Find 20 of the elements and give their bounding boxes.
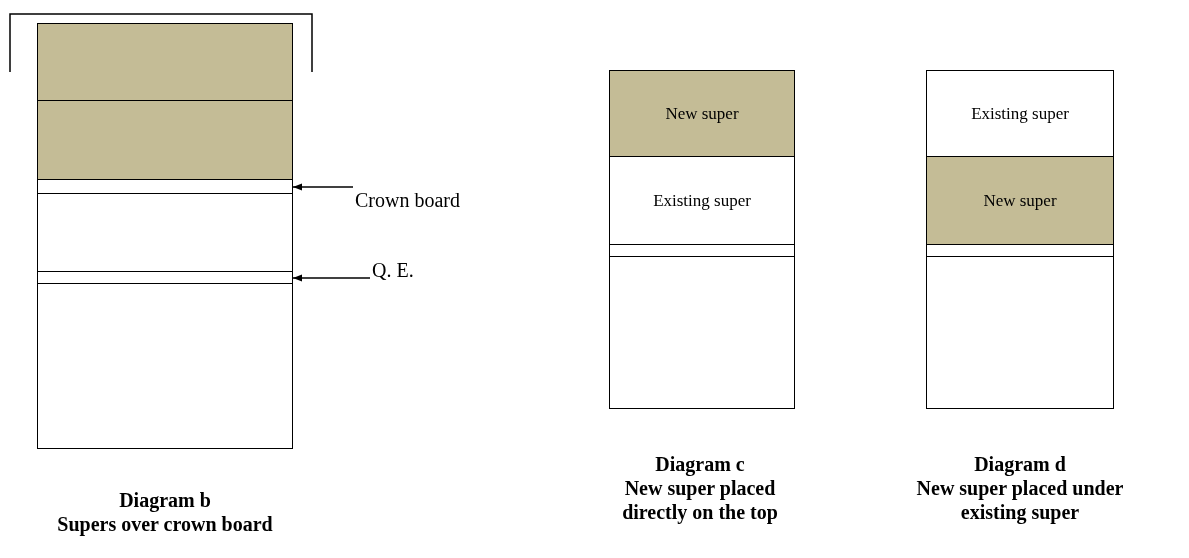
diagram-label: Diagram b [118,488,212,512]
super-box: New super [926,156,1114,246]
brood-box [37,193,293,273]
diagram-label: Diagram d [973,452,1067,476]
brood-box [37,283,293,449]
diagram-caption: New super placed under existing super [915,476,1125,524]
brood-box [609,256,795,409]
diagram-caption: Supers over crown board [56,512,274,536]
super-box: Existing super [609,156,795,246]
brood-box [926,256,1114,409]
super-box [37,23,293,102]
leader-arrow [292,274,371,282]
leader-arrow [292,183,354,191]
super-box: New super [609,70,795,158]
super-box [37,100,293,181]
part-label: Q. E. [372,256,442,284]
diagram-label: Diagram c [654,452,746,476]
diagram-caption: New super placed directly on the top [621,476,779,524]
part-label: Crown board [355,186,495,214]
super-box: Existing super [926,70,1114,158]
